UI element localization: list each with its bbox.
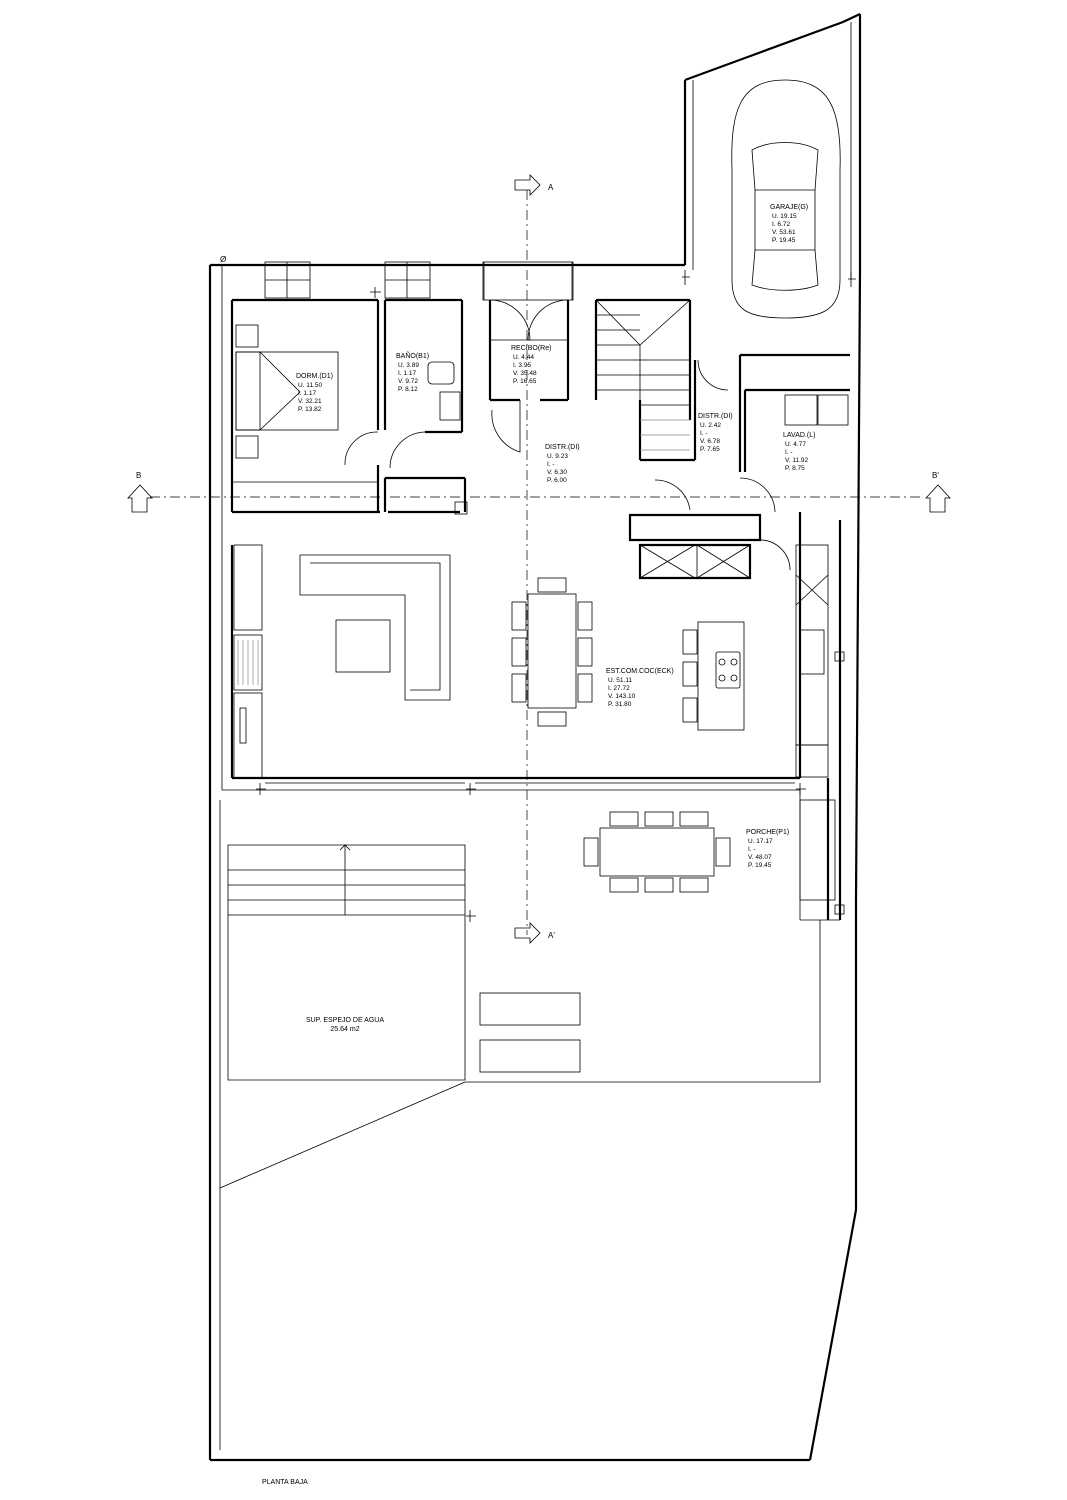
- section-b-label-right: B': [932, 471, 939, 480]
- svg-text:V. 143.10: V. 143.10: [608, 693, 636, 700]
- svg-text:I. 6.72: I. 6.72: [772, 221, 790, 228]
- svg-text:V. 53.61: V. 53.61: [772, 229, 796, 236]
- room-label-estar: EST.COM.COC(ECK) U. 51.11 I. 27.72 V. 14…: [606, 668, 674, 708]
- room-label-porche: PORCHE(P1) U. 17.17 I. - V. 48.07 P. 19.…: [746, 829, 789, 869]
- svg-text:I. 27.72: I. 27.72: [608, 685, 630, 692]
- svg-text:P. 19.45: P. 19.45: [772, 237, 796, 244]
- room-label-lavad: LAVAD.(L) U. 4.77 I. - V. 11.92 P. 8.75: [783, 432, 815, 472]
- svg-text:P. 6.00: P. 6.00: [547, 477, 567, 484]
- interior-walls: [232, 262, 850, 580]
- svg-text:P. 8.75: P. 8.75: [785, 465, 805, 472]
- windows: [264, 261, 795, 784]
- column-symbols: [256, 270, 856, 922]
- pool: [219, 800, 821, 1450]
- svg-text:I. 1.17: I. 1.17: [298, 390, 316, 397]
- svg-text:U. 17.17: U. 17.17: [748, 838, 773, 845]
- svg-text:U. 4.77: U. 4.77: [785, 441, 806, 448]
- svg-text:EST.COM.COC(ECK): EST.COM.COC(ECK): [606, 668, 674, 675]
- doors: [344, 299, 791, 571]
- diameter-symbol: Ø: [220, 255, 226, 264]
- outer-walls: [208, 13, 862, 1462]
- svg-text:DORM.(D1): DORM.(D1): [296, 373, 333, 380]
- section-a-label-top: A: [548, 183, 554, 192]
- svg-text:V. 48.07: V. 48.07: [748, 854, 772, 861]
- section-lines: [127, 174, 951, 944]
- svg-text:V. 11.92: V. 11.92: [785, 457, 809, 464]
- svg-text:I. 1.17: I. 1.17: [398, 370, 416, 377]
- svg-text:P. 19.45: P. 19.45: [748, 862, 772, 869]
- room-label-dorm: DORM.(D1) U. 11.50 I. 1.17 V. 32.21 P. 1…: [296, 373, 333, 413]
- svg-text:LAVAD.(L): LAVAD.(L): [783, 432, 815, 439]
- svg-text:DISTR.(DI): DISTR.(DI): [545, 444, 580, 451]
- svg-text:P. 8.12: P. 8.12: [398, 386, 418, 393]
- svg-text:I. -: I. -: [748, 846, 756, 853]
- svg-text:DISTR.(DI): DISTR.(DI): [698, 413, 733, 420]
- svg-text:U. 51.11: U. 51.11: [608, 677, 632, 684]
- svg-text:P. 7.65: P. 7.65: [700, 446, 720, 453]
- svg-text:I. 3.95: I. 3.95: [513, 362, 531, 369]
- pool-area: 25.64 m2: [330, 1026, 359, 1033]
- svg-text:U. 4.44: U. 4.44: [513, 354, 534, 361]
- svg-text:P. 31.80: P. 31.80: [608, 701, 632, 708]
- room-label-distr-lower: DISTR.(DI) U. 9.23 I. - V. 6.30 P. 6.00: [545, 444, 580, 484]
- pool-label: SUP. ESPEJO DE AGUA 25.64 m2: [306, 1017, 384, 1033]
- svg-text:V. 6.30: V. 6.30: [547, 469, 567, 476]
- svg-text:GARAJE(G): GARAJE(G): [770, 204, 808, 211]
- svg-text:I. -: I. -: [700, 430, 708, 437]
- svg-text:U. 3.89: U. 3.89: [398, 362, 419, 369]
- section-b-label-left: B: [136, 471, 141, 480]
- furniture: [233, 324, 849, 1073]
- svg-text:I. -: I. -: [785, 449, 793, 456]
- pool-name: SUP. ESPEJO DE AGUA: [306, 1017, 384, 1024]
- room-label-distr-upper: DISTR.(DI) U. 2.42 I. - V. 6.78 P. 7.65: [698, 413, 733, 453]
- room-label-garaje: GARAJE(G) U. 19.15 I. 6.72 V. 53.61 P. 1…: [770, 204, 808, 244]
- svg-text:BAÑO(B1): BAÑO(B1): [396, 351, 429, 360]
- svg-text:P. 16.65: P. 16.65: [513, 378, 537, 385]
- svg-text:V. 6.78: V. 6.78: [700, 438, 720, 445]
- svg-text:U. 11.50: U. 11.50: [298, 382, 322, 389]
- car-icon: [731, 79, 841, 319]
- svg-text:U. 2.42: U. 2.42: [700, 422, 721, 429]
- svg-text:I. -: I. -: [547, 461, 555, 468]
- svg-text:PORCHE(P1): PORCHE(P1): [746, 829, 789, 836]
- room-label-recibo: RECIBO(Re) U. 4.44 I. 3.95 V. 35.48 P. 1…: [511, 345, 551, 385]
- svg-text:RECIBO(Re): RECIBO(Re): [511, 345, 551, 352]
- stairs: [595, 299, 691, 451]
- svg-text:U. 9.23: U. 9.23: [547, 453, 568, 460]
- svg-text:V. 35.48: V. 35.48: [513, 370, 537, 377]
- svg-text:U. 19.15: U. 19.15: [772, 213, 797, 220]
- section-a-label-bottom: A': [548, 931, 555, 940]
- svg-text:P. 13.82: P. 13.82: [298, 406, 322, 413]
- room-label-bano: BAÑO(B1) U. 3.89 I. 1.17 V. 9.72 P. 8.12: [396, 351, 429, 393]
- svg-text:V. 9.72: V. 9.72: [398, 378, 418, 385]
- svg-text:V. 32.21: V. 32.21: [298, 398, 322, 405]
- plan-title: PLANTA BAJA: [262, 1479, 308, 1486]
